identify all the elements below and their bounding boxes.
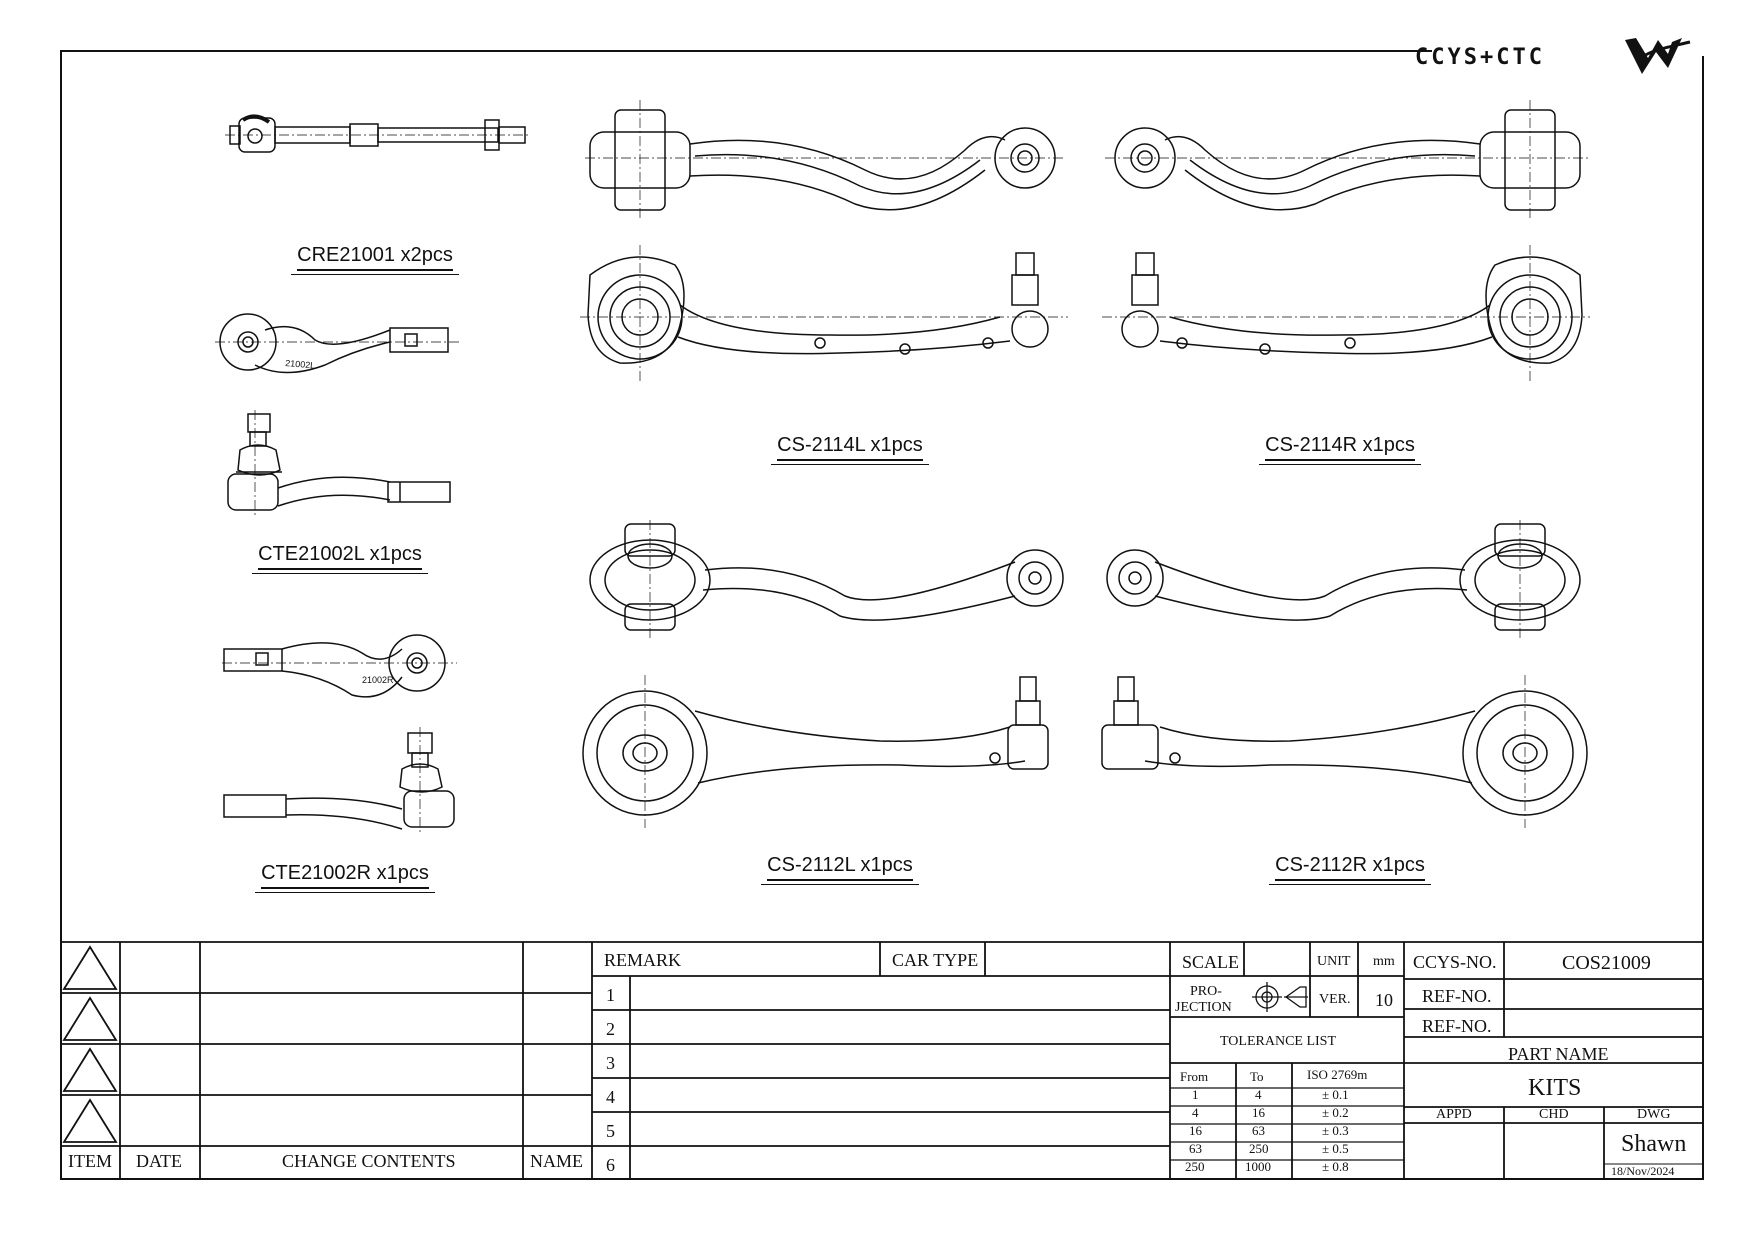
control-arm-2112l-side-drawing bbox=[580, 665, 1070, 830]
part-label-cre21001: CRE21001 x2pcs bbox=[265, 244, 485, 275]
inner-tie-rod-drawing bbox=[225, 110, 535, 160]
tolerance-from: 1 bbox=[1192, 1087, 1199, 1102]
drawing-date: 18/Nov/2024 bbox=[1611, 1164, 1675, 1178]
projection-symbol-icon bbox=[1252, 982, 1308, 1012]
frame-gap bbox=[1432, 48, 1754, 56]
ref-no-label-1: REF-NO. bbox=[1422, 986, 1492, 1006]
part-label-cs-2112l: CS-2112L x1pcs bbox=[730, 854, 950, 885]
remark-label: REMARK bbox=[604, 950, 682, 970]
tolerance-title: TOLERANCE LIST bbox=[1220, 1034, 1337, 1049]
rev-header-change-contents: CHANGE CONTENTS bbox=[282, 1151, 456, 1171]
control-arm-2114r-top-drawing bbox=[1105, 100, 1590, 220]
part-label-cte21002l: CTE21002L x1pcs bbox=[230, 543, 450, 574]
tolerance-value: ± 0.5 bbox=[1322, 1141, 1349, 1156]
part-label-cte21002r: CTE21002R x1pcs bbox=[230, 862, 460, 893]
tie-rod-end-right-side-drawing bbox=[222, 725, 462, 835]
part-label-cs-2112r: CS-2112R x1pcs bbox=[1240, 854, 1460, 885]
tolerance-from: 4 bbox=[1192, 1105, 1199, 1120]
tolerance-value: ± 0.8 bbox=[1322, 1159, 1349, 1174]
remark-row-4: 4 bbox=[606, 1087, 615, 1107]
part-label-cs-2114l: CS-2114L x1pcs bbox=[740, 434, 960, 465]
ver-value: 10 bbox=[1375, 990, 1393, 1010]
tolerance-header-from: From bbox=[1180, 1069, 1209, 1084]
drawn-by: Shawn bbox=[1621, 1131, 1687, 1157]
rev-header-date: DATE bbox=[136, 1151, 182, 1171]
tolerance-to: 4 bbox=[1255, 1087, 1262, 1102]
part-name-label: PART NAME bbox=[1508, 1044, 1609, 1064]
part-name-value: KITS bbox=[1528, 1075, 1582, 1101]
rev-header-item: ITEM bbox=[68, 1151, 112, 1171]
brand-logo: CCYS+CTC bbox=[1410, 30, 1695, 86]
car-type-label: CAR TYPE bbox=[892, 950, 979, 970]
scale-label: SCALE bbox=[1182, 952, 1240, 972]
tolerance-from: 63 bbox=[1189, 1141, 1202, 1156]
tolerance-from: 250 bbox=[1185, 1159, 1205, 1174]
remark-row-6: 6 bbox=[606, 1155, 615, 1175]
tolerance-to: 250 bbox=[1249, 1141, 1269, 1156]
control-arm-2112r-top-drawing bbox=[1100, 520, 1585, 640]
tie-rod-end-left-side-drawing bbox=[220, 410, 460, 520]
remark-row-2: 2 bbox=[606, 1019, 615, 1039]
tolerance-value: ± 0.1 bbox=[1322, 1087, 1349, 1102]
logo-icon: CCYS+CTC bbox=[1415, 38, 1691, 74]
tolerance-from: 16 bbox=[1189, 1123, 1202, 1138]
remark-row-3: 3 bbox=[606, 1053, 615, 1073]
tolerance-to: 16 bbox=[1252, 1105, 1265, 1120]
logo-text: CCYS+CTC bbox=[1415, 45, 1545, 70]
drawing-frame bbox=[60, 48, 1754, 1180]
title-block-grid bbox=[60, 941, 1704, 1180]
tolerance-header-to: To bbox=[1250, 1069, 1264, 1084]
control-arm-2112l-top-drawing bbox=[585, 520, 1070, 640]
tie-rod-end-right-top-drawing: 21002R bbox=[222, 625, 462, 705]
unit-value: mm bbox=[1373, 954, 1395, 969]
projection-label-2: JECTION bbox=[1175, 1000, 1232, 1015]
part-label-cs-2114r: CS-2114R x1pcs bbox=[1230, 434, 1450, 465]
ref-no-label-2: REF-NO. bbox=[1422, 1016, 1492, 1036]
tolerance-value: ± 0.3 bbox=[1322, 1123, 1349, 1138]
dwg-label: DWG bbox=[1637, 1107, 1671, 1122]
tie-rod-end-left-top-drawing: 21002L bbox=[215, 310, 465, 380]
svg-text:21002L: 21002L bbox=[285, 358, 316, 371]
ccys-no-value: COS21009 bbox=[1562, 952, 1651, 974]
remark-row-5: 5 bbox=[606, 1121, 615, 1141]
tolerance-to: 63 bbox=[1252, 1123, 1265, 1138]
tolerance-header-iso: ISO 2769m bbox=[1307, 1067, 1368, 1082]
unit-label: UNIT bbox=[1317, 954, 1351, 969]
appd-label: APPD bbox=[1436, 1107, 1472, 1122]
control-arm-2114r-side-drawing bbox=[1100, 245, 1590, 385]
control-arm-2114l-side-drawing bbox=[580, 245, 1070, 385]
ver-label: VER. bbox=[1319, 992, 1351, 1007]
remark-row-1: 1 bbox=[606, 985, 615, 1005]
ccys-no-label: CCYS-NO. bbox=[1413, 952, 1497, 972]
control-arm-2114l-top-drawing bbox=[585, 100, 1065, 220]
rev-header-name: NAME bbox=[530, 1151, 583, 1171]
projection-label-1: PRO- bbox=[1190, 984, 1222, 999]
tolerance-to: 1000 bbox=[1245, 1159, 1271, 1174]
svg-text:21002R: 21002R bbox=[362, 675, 394, 685]
chd-label: CHD bbox=[1539, 1107, 1569, 1122]
control-arm-2112r-side-drawing bbox=[1100, 665, 1590, 830]
tolerance-value: ± 0.2 bbox=[1322, 1105, 1349, 1120]
